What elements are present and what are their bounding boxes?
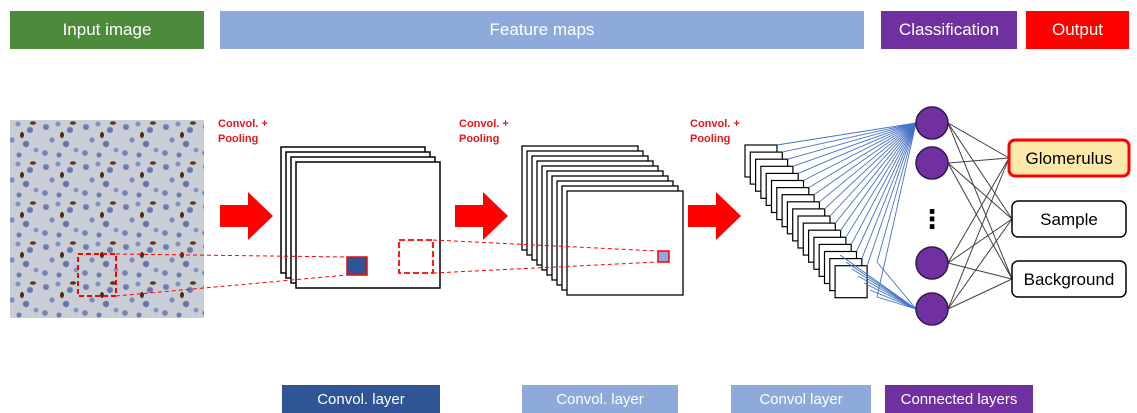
conv-label-line2: Pooling [218,133,259,145]
conv-label-line2: Pooling [690,133,731,145]
conv-pooling-label-2: Convol. + Pooling [459,117,509,147]
neuron-node [915,146,949,180]
filter-patch-1 [346,256,368,276]
conv-pooling-label-3: Convol. + Pooling [690,117,740,147]
classification-header: Classification [881,11,1017,49]
feature-map-stack-2 [521,145,684,296]
feature-maps-header: Feature maps [220,11,864,49]
output-box-sample [1011,200,1127,238]
footer-convol-layer-3: Convol layer [731,385,871,413]
connection-lines-output [947,122,1013,310]
neuron-node [915,246,949,280]
arrow-2 [455,192,508,240]
input-image-header: Input image [10,11,204,49]
ellipsis-dots: ⋮ [919,205,945,235]
connection-lines-blue [776,122,917,310]
neuron-node [915,106,949,140]
input-tissue-image [10,120,204,318]
output-label-sample: Sample [1040,210,1098,229]
output-label-background: Background [1024,270,1115,289]
input-region-box [77,253,117,297]
conv-pooling-label-1: Convol. + Pooling [218,117,268,147]
output-header: Output [1026,11,1129,49]
output-box-background [1011,260,1127,298]
output-label-glomerulus: Glomerulus [1026,149,1113,168]
conv-label-line1: Convol. + [690,118,740,130]
feature-map-layer [566,190,684,296]
output-box-glomerulus [1007,138,1131,178]
conv-label-line1: Convol. + [459,118,509,130]
footer-connected-layers: Connected layers [885,385,1033,413]
pooling-window-1 [398,239,434,274]
filter-patch-2 [657,250,670,263]
arrow-1 [220,192,273,240]
arrow-3 [688,192,741,240]
projection-lines [115,239,659,297]
feature-map-stack-3 [744,144,868,299]
conv-label-line2: Pooling [459,133,500,145]
footer-convol-layer-2: Convol. layer [522,385,678,413]
small-feature-map [834,265,868,299]
footer-convol-layer-1: Convol. layer [282,385,440,413]
neuron-node [915,292,949,326]
conv-label-line1: Convol. + [218,118,268,130]
